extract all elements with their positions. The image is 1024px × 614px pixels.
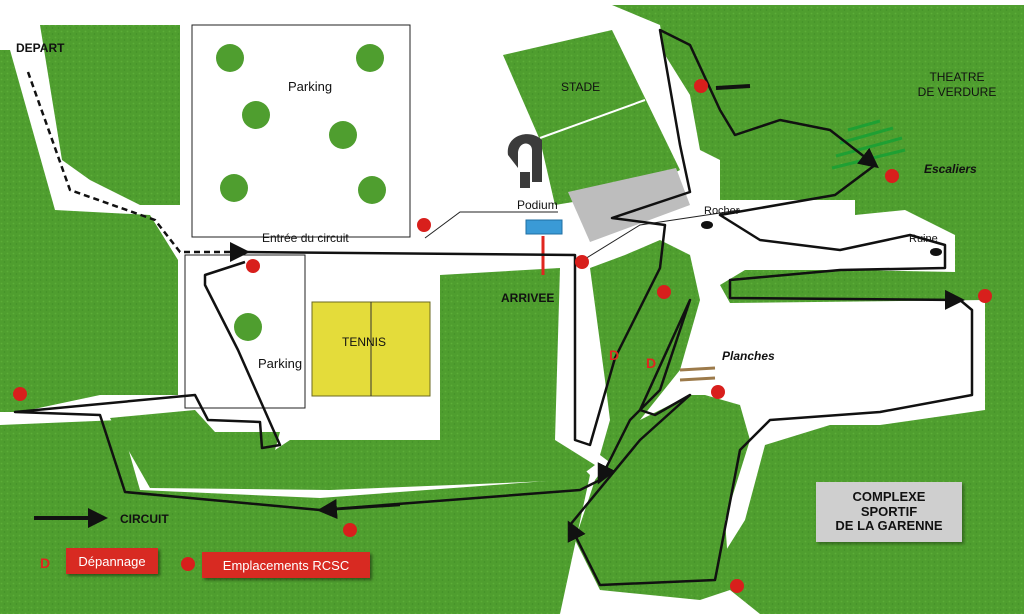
legend-emplacements: Emplacements RCSC xyxy=(202,552,370,578)
red-dot-icon xyxy=(13,387,27,401)
theatre-label-line2: DE VERDURE xyxy=(917,85,997,99)
tree xyxy=(358,176,386,204)
theatre-label: THEATRE DE VERDURE xyxy=(902,71,1012,98)
planches-label: Planches xyxy=(722,349,775,363)
grass-bottom-right-loop xyxy=(575,395,750,600)
barrier-marker xyxy=(715,84,751,90)
race-route xyxy=(13,28,974,587)
grass-right-main xyxy=(612,5,1024,614)
grass-bottom-middle xyxy=(110,268,595,490)
arrow-right-icon xyxy=(34,508,108,528)
red-dot-icon xyxy=(417,218,431,232)
entree-label: Entrée du circuit xyxy=(262,231,349,245)
red-dot-icon xyxy=(246,259,260,273)
podium-blue xyxy=(525,219,563,235)
tennis-court xyxy=(311,301,431,397)
tennis-label: TENNIS xyxy=(342,335,387,349)
grass-center-strip xyxy=(590,240,700,470)
red-dot-icon xyxy=(885,169,899,183)
ruine-marker xyxy=(930,248,942,256)
tree xyxy=(220,174,248,202)
ruine-label: Ruine xyxy=(909,233,938,245)
trees xyxy=(216,44,386,341)
rocher-label: Rocher xyxy=(704,205,740,217)
podium-shapes xyxy=(507,134,563,275)
arrivee-label: ARRIVEE xyxy=(501,291,555,305)
letter-d-icon: D xyxy=(646,355,657,371)
red-dot-icon xyxy=(657,285,671,299)
complexe-sportif-box: COMPLEXE SPORTIF DE LA GARENNE xyxy=(816,482,962,542)
red-dot-icon xyxy=(978,289,992,303)
complexe-line3: DE LA GARENNE xyxy=(835,518,943,534)
planches-icon xyxy=(679,366,716,382)
stade-line xyxy=(539,99,646,139)
grass-left xyxy=(0,50,178,412)
complexe-line1: COMPLEXE xyxy=(852,488,926,504)
route-loop-right xyxy=(567,299,974,587)
route-theatre xyxy=(718,164,965,310)
grass-stade xyxy=(503,30,680,205)
theatre-label-line1: THEATRE xyxy=(929,70,985,84)
grass-top-left xyxy=(40,25,180,205)
legend-circuit-label: CIRCUIT xyxy=(120,512,169,526)
connector-lines xyxy=(424,209,741,263)
parking-bottom-label: Parking xyxy=(258,356,303,371)
route-main xyxy=(244,28,879,447)
legend-depannage: Dépannage xyxy=(66,548,158,574)
route-bottom-left-arrow xyxy=(317,499,401,520)
red-dot-icon xyxy=(694,79,708,93)
red-dot-icon xyxy=(730,579,744,593)
parking-top-label: Parking xyxy=(288,79,333,94)
tree xyxy=(216,44,244,72)
rcsc-markers xyxy=(13,79,992,593)
depart-label: DEPART xyxy=(16,41,65,55)
route-return xyxy=(13,260,601,512)
red-dot-icon xyxy=(181,557,195,571)
podium-label: Podium xyxy=(517,198,558,212)
route-start-dashed xyxy=(26,71,250,262)
letter-d-icon: D xyxy=(40,555,51,571)
red-dot-icon xyxy=(711,385,725,399)
stade-label: STADE xyxy=(561,80,601,94)
stade-tribune xyxy=(568,168,690,242)
tree xyxy=(329,121,357,149)
route-planches xyxy=(569,298,692,526)
letter-d-icon: D xyxy=(609,347,620,363)
complexe-line2: SPORTIF xyxy=(860,503,918,519)
tree xyxy=(242,101,270,129)
podium-dark-block xyxy=(520,172,530,188)
podium-dark-shape xyxy=(507,134,542,182)
escaliers-label: Escaliers xyxy=(924,162,977,176)
tree xyxy=(356,44,384,72)
grass-right-inner-top xyxy=(680,25,900,200)
tree xyxy=(234,313,262,341)
red-dot-icon xyxy=(575,255,589,269)
red-dot-icon xyxy=(343,523,357,537)
rocher-marker xyxy=(701,221,713,229)
